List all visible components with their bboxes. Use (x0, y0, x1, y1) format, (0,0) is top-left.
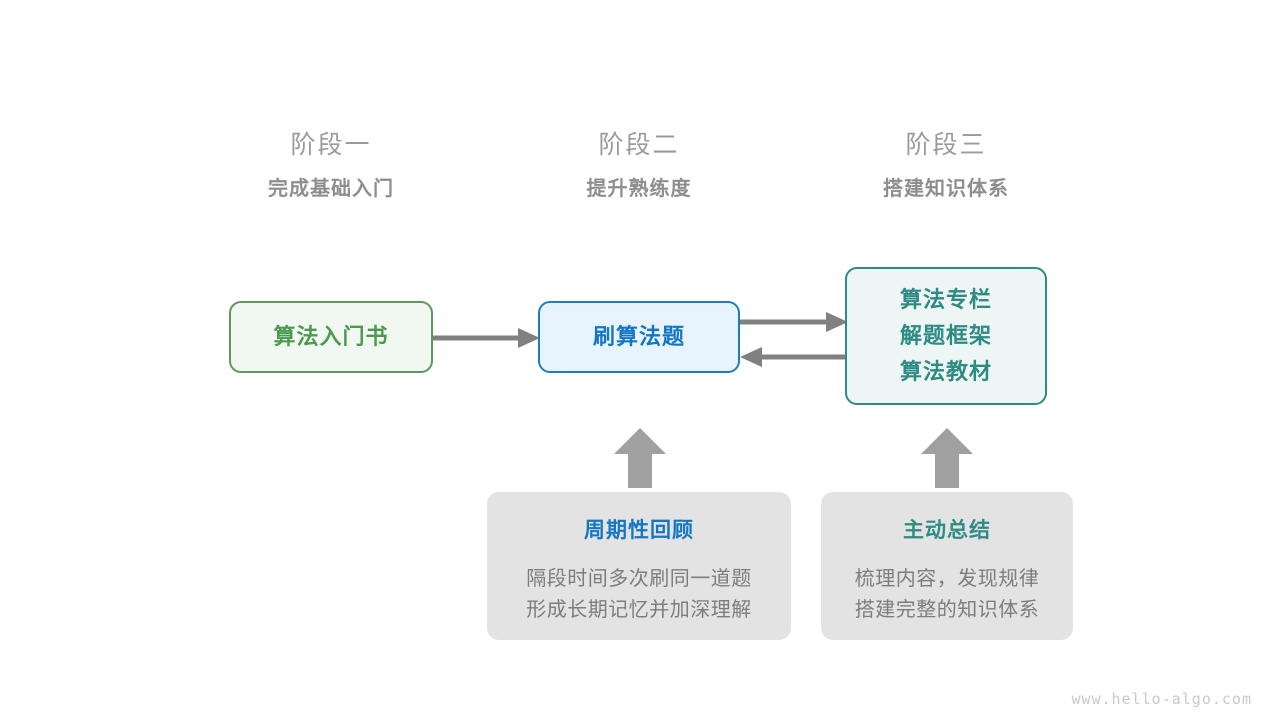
note-body-line: 搭建完整的知识体系 (854, 599, 1040, 621)
stage-header-2: 阶段二 提升熟练度 (509, 128, 769, 204)
node-line: 算法专栏 (899, 287, 992, 312)
connector-practice-to-knowledge (738, 312, 848, 332)
node-line: 刷算法题 (592, 324, 685, 349)
connector-book-to-practice (432, 328, 540, 348)
connector-review-to-practice (614, 428, 666, 488)
note-title: 周期性回顾 (584, 519, 694, 542)
node-line: 解题框架 (899, 323, 992, 348)
stage-title: 阶段一 (290, 131, 372, 159)
stage-header-1: 阶段一 完成基础入门 (201, 128, 461, 204)
watermark: www.hello-algo.com (1071, 690, 1252, 708)
node-line: 算法教材 (899, 359, 992, 384)
node-algorithm-intro-book[interactable]: 算法入门书 (229, 301, 433, 373)
note-body-line: 梳理内容，发现规律 (854, 568, 1040, 590)
note-periodic-review[interactable]: 周期性回顾 隔段时间多次刷同一道题 形成长期记忆并加深理解 (487, 492, 791, 640)
note-active-summary[interactable]: 主动总结 梳理内容，发现规律 搭建完整的知识体系 (821, 492, 1073, 640)
stage-title: 阶段二 (598, 131, 680, 159)
node-line: 算法入门书 (273, 324, 389, 349)
stage-subtitle: 搭建知识体系 (883, 178, 1009, 200)
connector-summary-to-knowledge (921, 428, 973, 488)
node-practice-problems[interactable]: 刷算法题 (538, 301, 740, 373)
stage-title: 阶段三 (905, 131, 987, 159)
note-body-line: 形成长期记忆并加深理解 (526, 599, 752, 621)
node-knowledge-resources[interactable]: 算法专栏 解题框架 算法教材 (845, 267, 1047, 405)
stage-subtitle: 提升熟练度 (586, 178, 692, 200)
stage-subtitle: 完成基础入门 (268, 178, 394, 200)
note-body-line: 隔段时间多次刷同一道题 (526, 568, 752, 590)
note-title: 主动总结 (903, 519, 991, 542)
connector-knowledge-to-practice (740, 347, 850, 367)
stage-header-3: 阶段三 搭建知识体系 (816, 128, 1076, 204)
